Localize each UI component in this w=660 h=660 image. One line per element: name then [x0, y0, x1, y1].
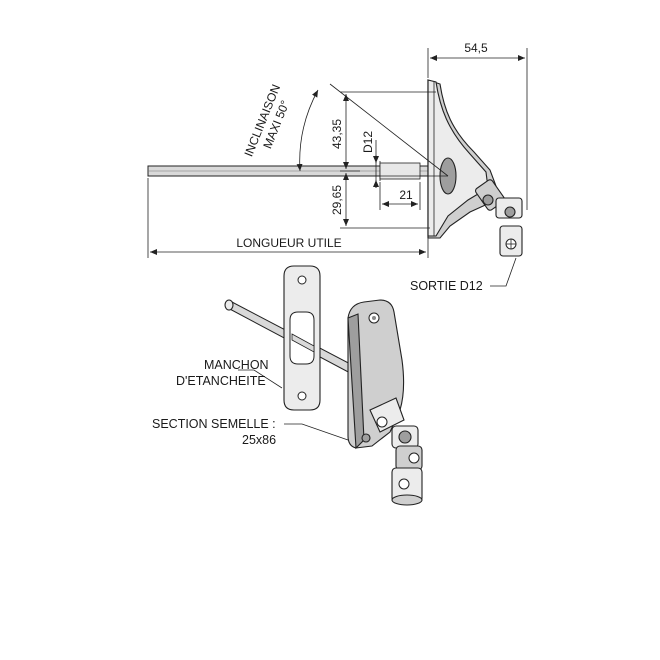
sleeve-callout: MANCHON D'ETANCHEITE — [176, 358, 283, 389]
dim-length-label: 21 — [399, 188, 413, 202]
dimension-shaft-diameter: D12 — [361, 131, 379, 188]
dim-upper-height-label: 43,35 — [330, 119, 344, 149]
sleeve-label-line2: D'ETANCHEITE — [176, 374, 266, 388]
shaft-side — [147, 161, 434, 181]
dimension-width: 54,5 — [427, 41, 528, 210]
section-callout: SECTION SEMELLE : 25x86 — [152, 417, 349, 447]
dimension-heights: 43,35 29,65 — [330, 91, 436, 229]
sealing-sleeve-plate — [283, 265, 321, 411]
section-label-line2: 25x86 — [242, 433, 276, 447]
dim-useful-length-label: LONGUEUR UTILE — [236, 236, 341, 250]
output-label: SORTIE D12 — [410, 279, 483, 293]
sleeve-label-line1: MANCHON — [204, 358, 269, 372]
side-elevation-view: 54,5 43,35 29,65 D12 21 — [147, 41, 528, 293]
universal-joint-isometric — [391, 425, 423, 506]
dimension-shaft-length: 21 — [379, 182, 421, 210]
dimension-useful-length: LONGUEUR UTILE — [147, 178, 429, 258]
section-label-line1: SECTION SEMELLE : — [152, 417, 276, 431]
gearbox-isometric — [347, 299, 405, 450]
dim-width-label: 54,5 — [464, 41, 488, 55]
output-callout: SORTIE D12 — [410, 257, 517, 293]
dim-diameter-label: D12 — [361, 131, 375, 153]
inclination-indicator: INCLINAISON MAXI 50° — [241, 82, 449, 177]
output-joint-side — [474, 179, 523, 257]
dim-lower-height-label: 29,65 — [330, 185, 344, 215]
gearbox-housing-side — [427, 79, 497, 239]
isometric-view: MANCHON D'ETANCHEITE SECTION SEMELLE : 2… — [152, 265, 423, 506]
